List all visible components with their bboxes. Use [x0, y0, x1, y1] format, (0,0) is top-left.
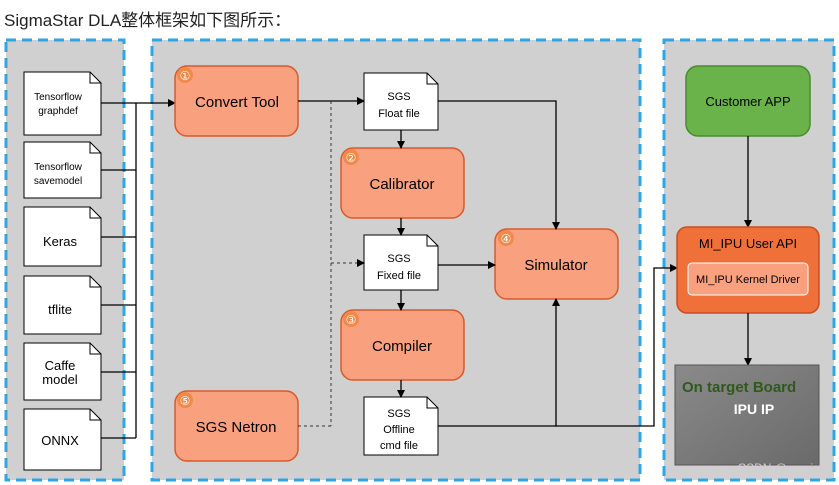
file-label-line: Offline	[383, 424, 415, 436]
simulator-label: Simulator	[524, 257, 587, 274]
sgs-netron-label: SGS Netron	[196, 419, 277, 436]
page-title: SigmaStar DLA整体框架如下图所示：	[4, 11, 292, 30]
on-target-board-box: On target Board IPU IP	[674, 364, 820, 466]
netron-dashed-connectors	[298, 101, 365, 427]
step-number: ③	[346, 313, 357, 327]
compiler-label: Compiler	[372, 338, 432, 355]
user-api-label: MI_IPU User API	[699, 236, 797, 251]
file-label-line: SGS	[387, 408, 410, 420]
convert-tool-box: Convert Tool ①	[174, 65, 299, 137]
input-connectors	[101, 99, 176, 439]
watermark: CSDN @magic_ll	[737, 461, 831, 475]
step-number: ①	[180, 69, 191, 83]
board-label: On target Board	[682, 379, 796, 396]
file-label-line: Float file	[378, 108, 420, 120]
input-file-keras: Keras	[23, 206, 102, 267]
sgs-fixed-file: SGS Fixed file	[363, 234, 439, 291]
input-file-onnx: ONNX	[23, 408, 102, 471]
convert-tool-label: Convert Tool	[195, 94, 279, 111]
ipu-ip-label: IPU IP	[734, 401, 774, 417]
file-label-line: SGS	[387, 91, 410, 103]
input-label: Keras	[43, 234, 77, 249]
sgs-offline-cmd-file: SGS Offline cmd file	[363, 396, 439, 456]
input-file-tflite: tflite	[23, 275, 102, 335]
compiler-box: Compiler ③	[340, 309, 465, 381]
mi-ipu-user-api-box: MI_IPU User API MI_IPU Kernel Driver	[676, 226, 820, 314]
sgs-float-file: SGS Float file	[363, 72, 439, 131]
file-label-line: Fixed file	[377, 270, 421, 282]
customer-app-label: Customer APP	[705, 94, 790, 109]
file-label-line: cmd file	[380, 440, 418, 452]
calibrator-label: Calibrator	[369, 176, 434, 193]
sgs-netron-box: SGS Netron ⑤	[174, 390, 299, 462]
step-number: ④	[501, 232, 512, 246]
step-number: ⑤	[180, 394, 191, 408]
calibrator-box: Calibrator ②	[340, 147, 465, 219]
customer-app-box: Customer APP	[685, 65, 811, 137]
step-number: ②	[346, 151, 357, 165]
file-label-line: SGS	[387, 253, 410, 265]
simulator-box: Simulator ④	[494, 228, 619, 300]
input-label: ONNX	[41, 433, 79, 448]
kernel-driver-label: MI_IPU Kernel Driver	[696, 274, 800, 286]
input-label: tflite	[48, 302, 72, 317]
